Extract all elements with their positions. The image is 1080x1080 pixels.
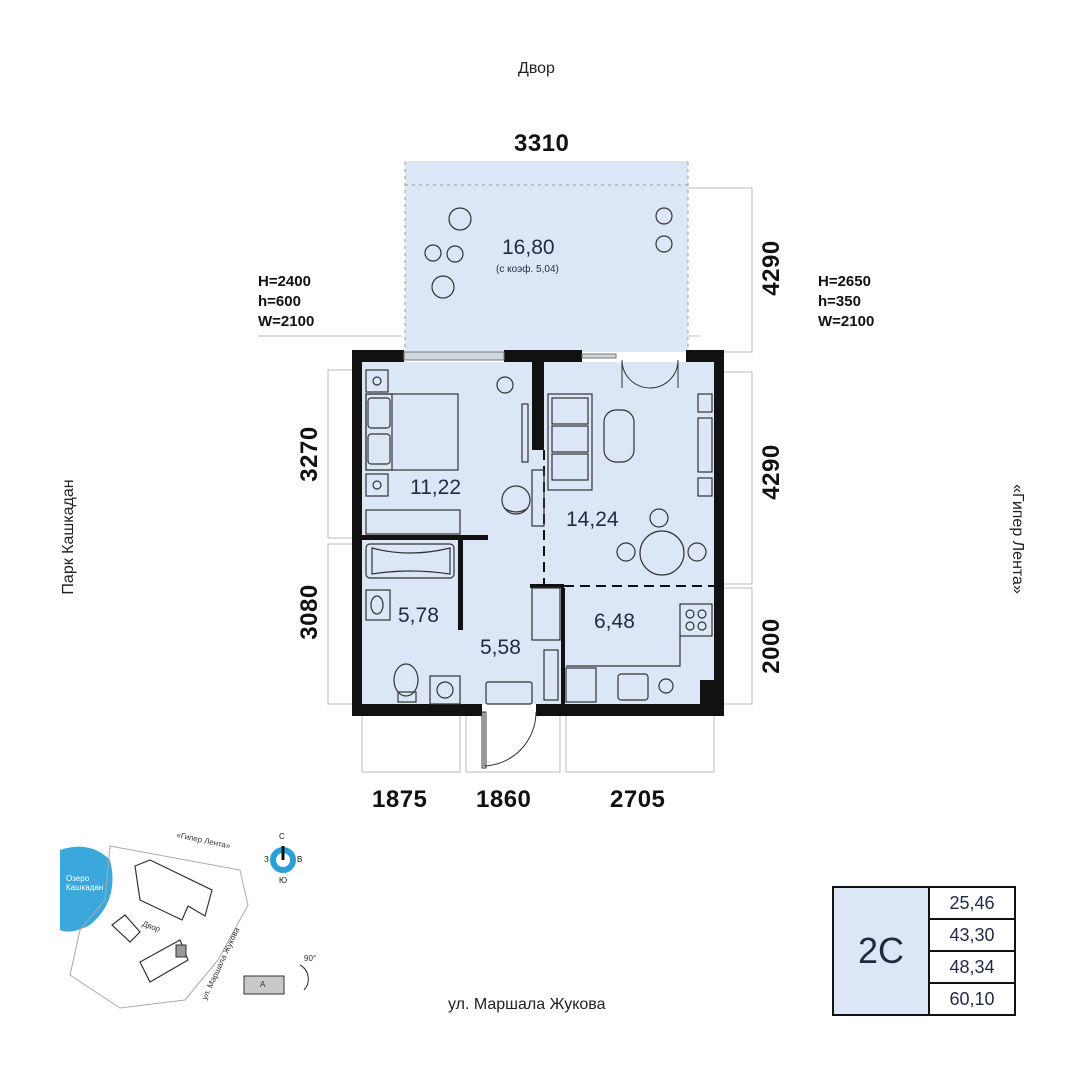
apartment-summary: 2С 25,46 43,30 48,34 60,10 <box>832 886 1016 1016</box>
dim-right-lower: 2000 <box>758 618 785 674</box>
balcony-area: 16,80 <box>502 236 555 259</box>
minimap-lake-label: Озеро Кашкадан <box>66 874 103 892</box>
dim-left-upper: 3270 <box>296 426 323 482</box>
site-minimap <box>60 845 309 1009</box>
dim-bottom-right: 2705 <box>610 786 666 813</box>
living-area: 14,24 <box>566 508 619 531</box>
minimap-lake-line2: Кашкадан <box>66 883 104 892</box>
courtyard-label: Двор <box>518 60 555 77</box>
area-value: 43,30 <box>930 920 1014 952</box>
dim-bottom-left: 1875 <box>372 786 428 813</box>
balcony <box>404 162 689 352</box>
area-value: 25,46 <box>930 888 1014 920</box>
compass-north: С <box>279 832 285 841</box>
minimap-angle-label: 90° <box>304 954 317 963</box>
dim-left-lower: 3080 <box>296 584 323 640</box>
compass-west: З <box>264 855 269 864</box>
dim-right-upper: 4290 <box>758 444 785 500</box>
kitchen-area: 6,48 <box>594 610 635 633</box>
apartment-type: 2С <box>834 888 930 1014</box>
area-value: 60,10 <box>949 988 995 1009</box>
window-note-right-width: W=2100 <box>818 313 875 330</box>
minimap-section-label: А <box>260 980 266 989</box>
street-label: ул. Маршала Жукова <box>448 996 606 1013</box>
minimap-lake-line1: Озеро <box>66 874 90 883</box>
window-note-left-height: H=2400 <box>258 273 311 290</box>
balcony-door <box>621 359 679 389</box>
hall-area: 5,58 <box>480 636 521 659</box>
window-note-left-width: W=2100 <box>258 313 315 330</box>
window-note-right-sill: h=350 <box>818 293 861 310</box>
entrance-door <box>481 711 537 769</box>
window-note-left-sill: h=600 <box>258 293 301 310</box>
compass-east: В <box>297 855 303 864</box>
area-value: 48,34 <box>930 952 1014 984</box>
dim-balcony-right: 4290 <box>758 240 785 296</box>
window-note-right-height: H=2650 <box>818 273 871 290</box>
window-note-right: H=2650 h=350 W=2100 <box>818 272 874 332</box>
balcony-area-note: (с коэф. 5,04) <box>496 264 559 275</box>
furniture <box>365 207 713 705</box>
dim-top: 3310 <box>514 130 570 157</box>
walls <box>352 350 724 716</box>
window-note-left: H=2400 h=600 W=2100 <box>258 272 314 332</box>
dim-bottom-mid: 1860 <box>476 786 532 813</box>
park-label: Парк Кашкадан <box>60 479 77 595</box>
windows <box>403 351 617 361</box>
compass-south: Ю <box>279 876 288 885</box>
bathroom-area: 5,78 <box>398 604 439 627</box>
store-label: «Гипер Лента» <box>1009 484 1026 594</box>
bedroom-area: 11,22 <box>410 476 461 499</box>
area-list: 25,46 43,30 48,34 60,10 <box>930 888 1014 1014</box>
